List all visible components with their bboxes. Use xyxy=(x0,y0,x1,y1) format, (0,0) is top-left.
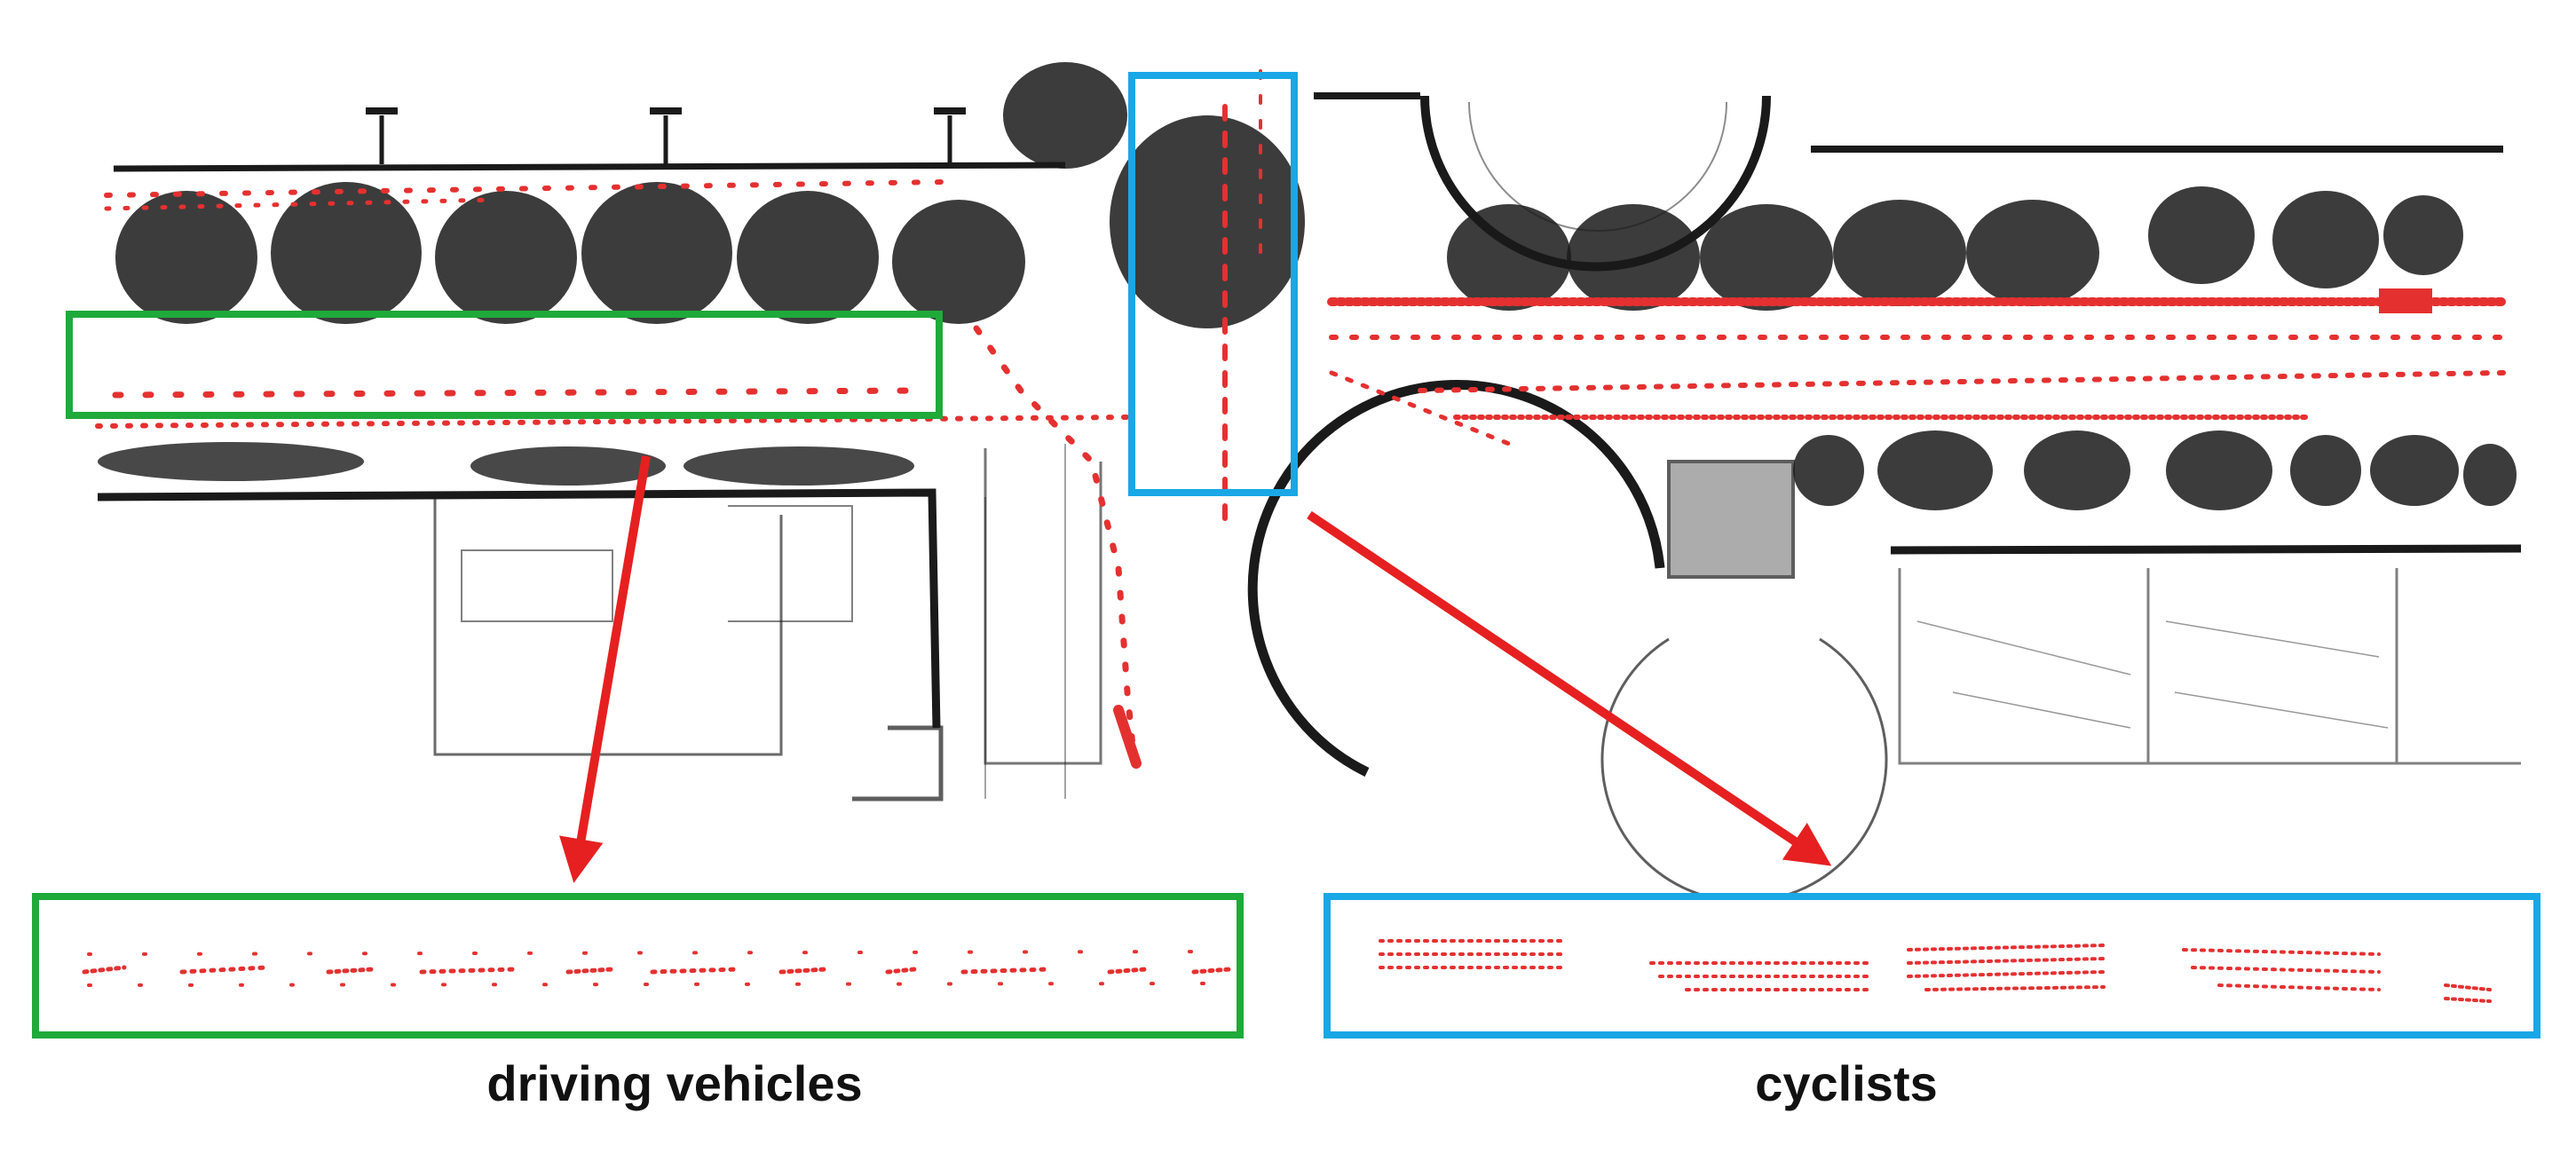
left-cluster xyxy=(1113,705,1142,769)
bottom-wall-left xyxy=(97,488,941,729)
cyclist-sample xyxy=(1907,957,2106,965)
green-detail-box xyxy=(32,893,1244,1038)
circle-bottom xyxy=(1600,637,1888,903)
lane-red-2 xyxy=(95,415,1130,429)
vehicle-sample xyxy=(419,967,518,975)
cyclist-sample xyxy=(1907,944,2106,952)
cyclists-detail-panel xyxy=(1324,893,2540,1038)
building-mid xyxy=(461,549,613,622)
vehicle-points xyxy=(82,950,1232,987)
hatched-block xyxy=(1667,460,1795,579)
cyclist-sample xyxy=(2182,948,2381,956)
road-edge-left xyxy=(984,444,1066,799)
vehicles-detail-panel xyxy=(32,893,1244,1038)
red-arrow-icon xyxy=(559,455,651,883)
tree xyxy=(1700,204,1833,311)
blue-highlight-box xyxy=(1128,72,1298,496)
hedge xyxy=(470,446,666,486)
tree xyxy=(1966,200,2099,306)
tree xyxy=(2148,186,2255,284)
vehicle-sample xyxy=(960,967,1050,975)
tree xyxy=(1793,435,1864,506)
point-cloud-map xyxy=(66,62,2522,903)
parking-hatch xyxy=(1916,620,2389,729)
tree xyxy=(2383,195,2463,275)
top-red-row xyxy=(104,179,944,198)
bottom-wall-right xyxy=(1890,544,2522,555)
vehicle-sample xyxy=(650,967,739,975)
tree xyxy=(1447,204,1571,311)
building-mid-2 xyxy=(728,505,853,622)
cyclist-sample xyxy=(2444,983,2492,991)
top-wall-left xyxy=(113,162,1066,172)
building-right-block xyxy=(984,448,1102,765)
tree xyxy=(2463,444,2517,506)
tree-row-upper xyxy=(115,62,2463,328)
moving-points xyxy=(95,69,2508,785)
tree xyxy=(2024,430,2130,510)
cyclist-points xyxy=(1379,939,2492,1003)
curve-red xyxy=(973,325,1140,785)
cyclist-sample xyxy=(2217,983,2381,991)
tree xyxy=(2166,430,2272,510)
tree xyxy=(1003,62,1127,169)
tree xyxy=(1110,115,1305,328)
vehicle-lane-red xyxy=(112,387,927,399)
tree xyxy=(2370,435,2459,506)
blue-detail-box xyxy=(1324,893,2540,1038)
green-highlight-box xyxy=(66,311,943,419)
static-structure xyxy=(97,92,2522,903)
tree xyxy=(1833,200,1966,306)
right-lane-red-3 xyxy=(1418,370,2506,393)
tree xyxy=(581,182,732,324)
tree xyxy=(435,191,577,324)
vehicle-sample xyxy=(1107,967,1148,975)
vehicle-sample xyxy=(565,967,615,975)
vehicle-sample xyxy=(1191,967,1232,975)
hedge xyxy=(684,446,914,486)
tree xyxy=(2272,191,2379,288)
tree xyxy=(1567,204,1700,311)
tree xyxy=(1877,430,1993,510)
tree xyxy=(737,191,879,324)
hedge xyxy=(98,442,364,481)
red-block xyxy=(2379,288,2432,313)
tree-row-lower xyxy=(98,430,2517,510)
red-arrow-icon xyxy=(1307,510,1832,866)
vehicle-sample xyxy=(326,967,375,975)
tree xyxy=(2290,435,2361,506)
tree xyxy=(115,191,257,324)
right-wall-short xyxy=(852,725,944,802)
diag-red xyxy=(1329,370,1512,446)
tree xyxy=(271,182,422,324)
vehicle-sample xyxy=(179,965,269,975)
vehicle-sample xyxy=(82,965,127,975)
arc-bottom xyxy=(1247,379,1665,777)
building-left xyxy=(433,497,783,756)
cyclist-sample xyxy=(1907,970,2106,978)
vehicle-sample xyxy=(778,967,828,975)
parking-right xyxy=(1898,568,2521,765)
cyclist-sample xyxy=(2444,997,2492,1003)
vehicle-sample xyxy=(885,967,917,975)
caption-cyclists: cyclists xyxy=(1755,1055,1938,1111)
top-wall-right xyxy=(1314,92,2503,153)
tree xyxy=(892,200,1025,324)
cyclist-sample xyxy=(1924,985,2106,991)
lamps xyxy=(379,115,952,164)
caption-driving-vehicles: driving vehicles xyxy=(486,1055,863,1111)
